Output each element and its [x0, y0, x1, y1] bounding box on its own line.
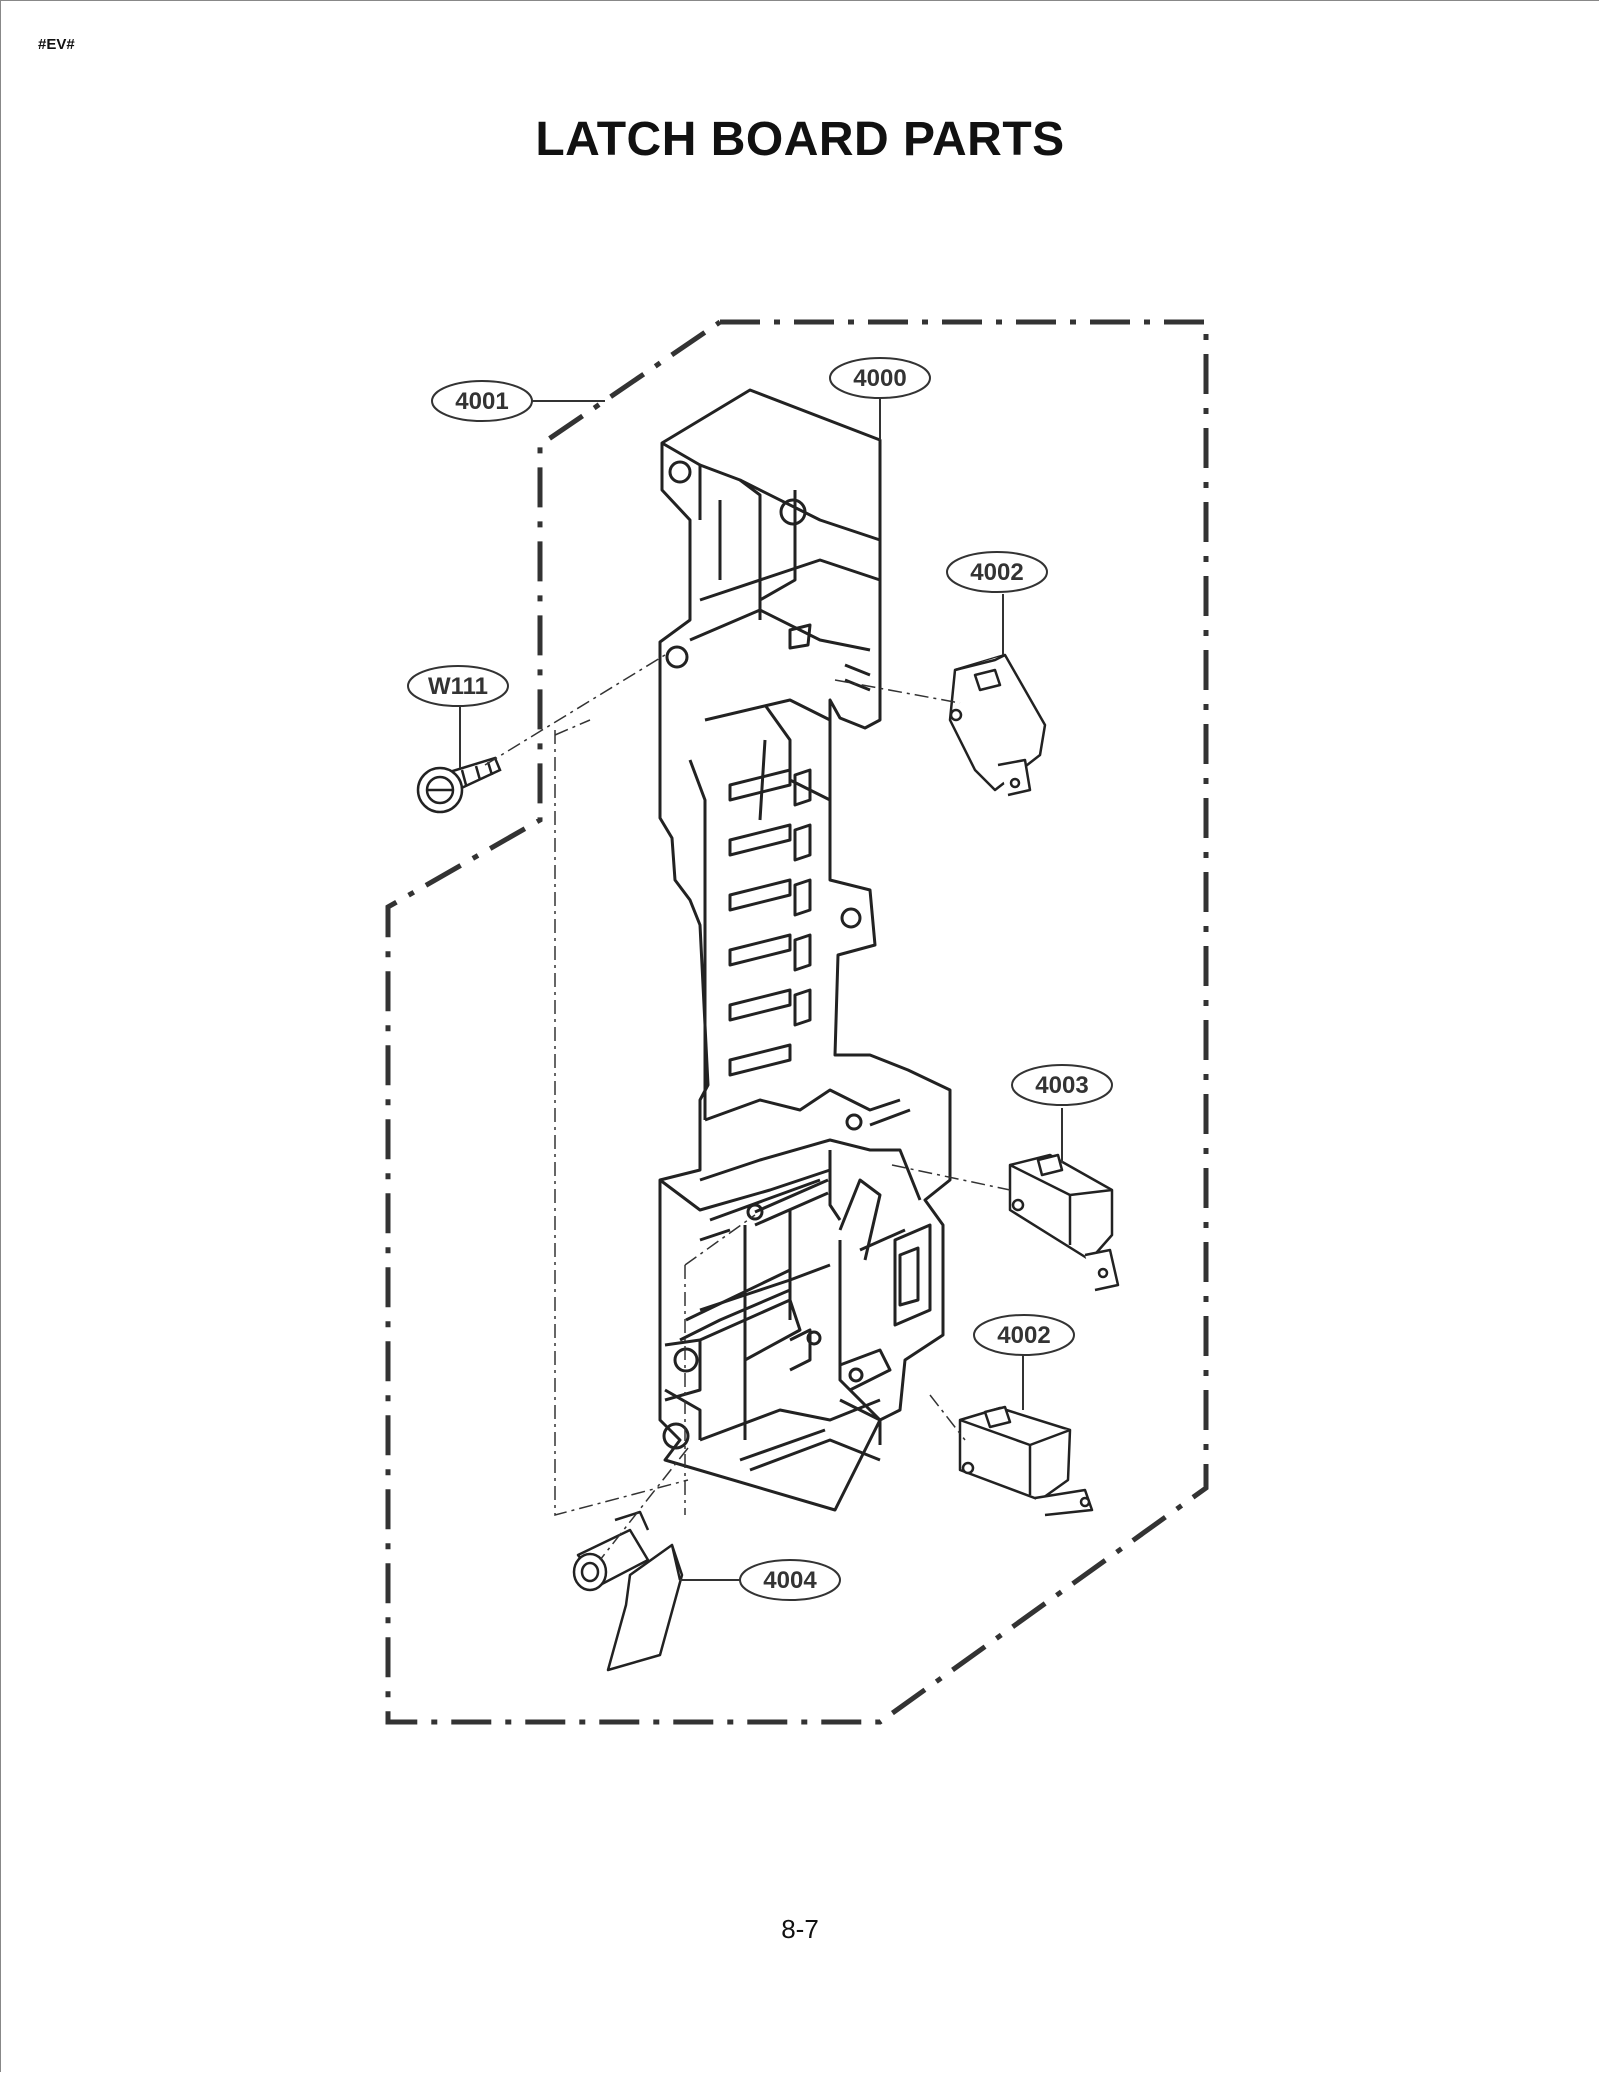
callout-4003: 4003	[1011, 1064, 1113, 1106]
callout-4002-upper: 4002	[946, 551, 1048, 593]
callout-leaders	[459, 392, 1063, 1581]
latch-lever-4004	[572, 1510, 684, 1672]
assembly-lines	[484, 654, 1011, 1561]
screw-w111	[416, 756, 502, 814]
callout-4002-lower: 4002	[973, 1314, 1075, 1356]
callout-4001: 4001	[431, 380, 533, 422]
page-title: LATCH BOARD PARTS	[535, 113, 1065, 166]
callout-w111: W111	[407, 665, 509, 707]
svg-text:4003: 4003	[1035, 1072, 1088, 1099]
board-slots	[728, 768, 812, 1077]
svg-text:4004: 4004	[763, 1567, 817, 1594]
page-number: 8-7	[781, 1914, 819, 1944]
document-code: #EV#	[38, 36, 75, 53]
svg-text:4001: 4001	[455, 388, 508, 415]
svg-text:4002: 4002	[970, 559, 1023, 586]
svg-text:4000: 4000	[853, 365, 906, 392]
callout-4000: 4000	[829, 357, 931, 399]
micro-switch-4002-upper	[948, 653, 1047, 797]
svg-text:W111: W111	[428, 673, 488, 700]
latch-board-body	[658, 388, 952, 1512]
callout-4004: 4004	[739, 1559, 841, 1601]
micro-switch-4003	[1008, 1153, 1120, 1292]
micro-switch-4002-lower	[958, 1405, 1094, 1517]
assembly-boundary	[385, 319, 1209, 1725]
svg-text:4002: 4002	[997, 1322, 1050, 1349]
